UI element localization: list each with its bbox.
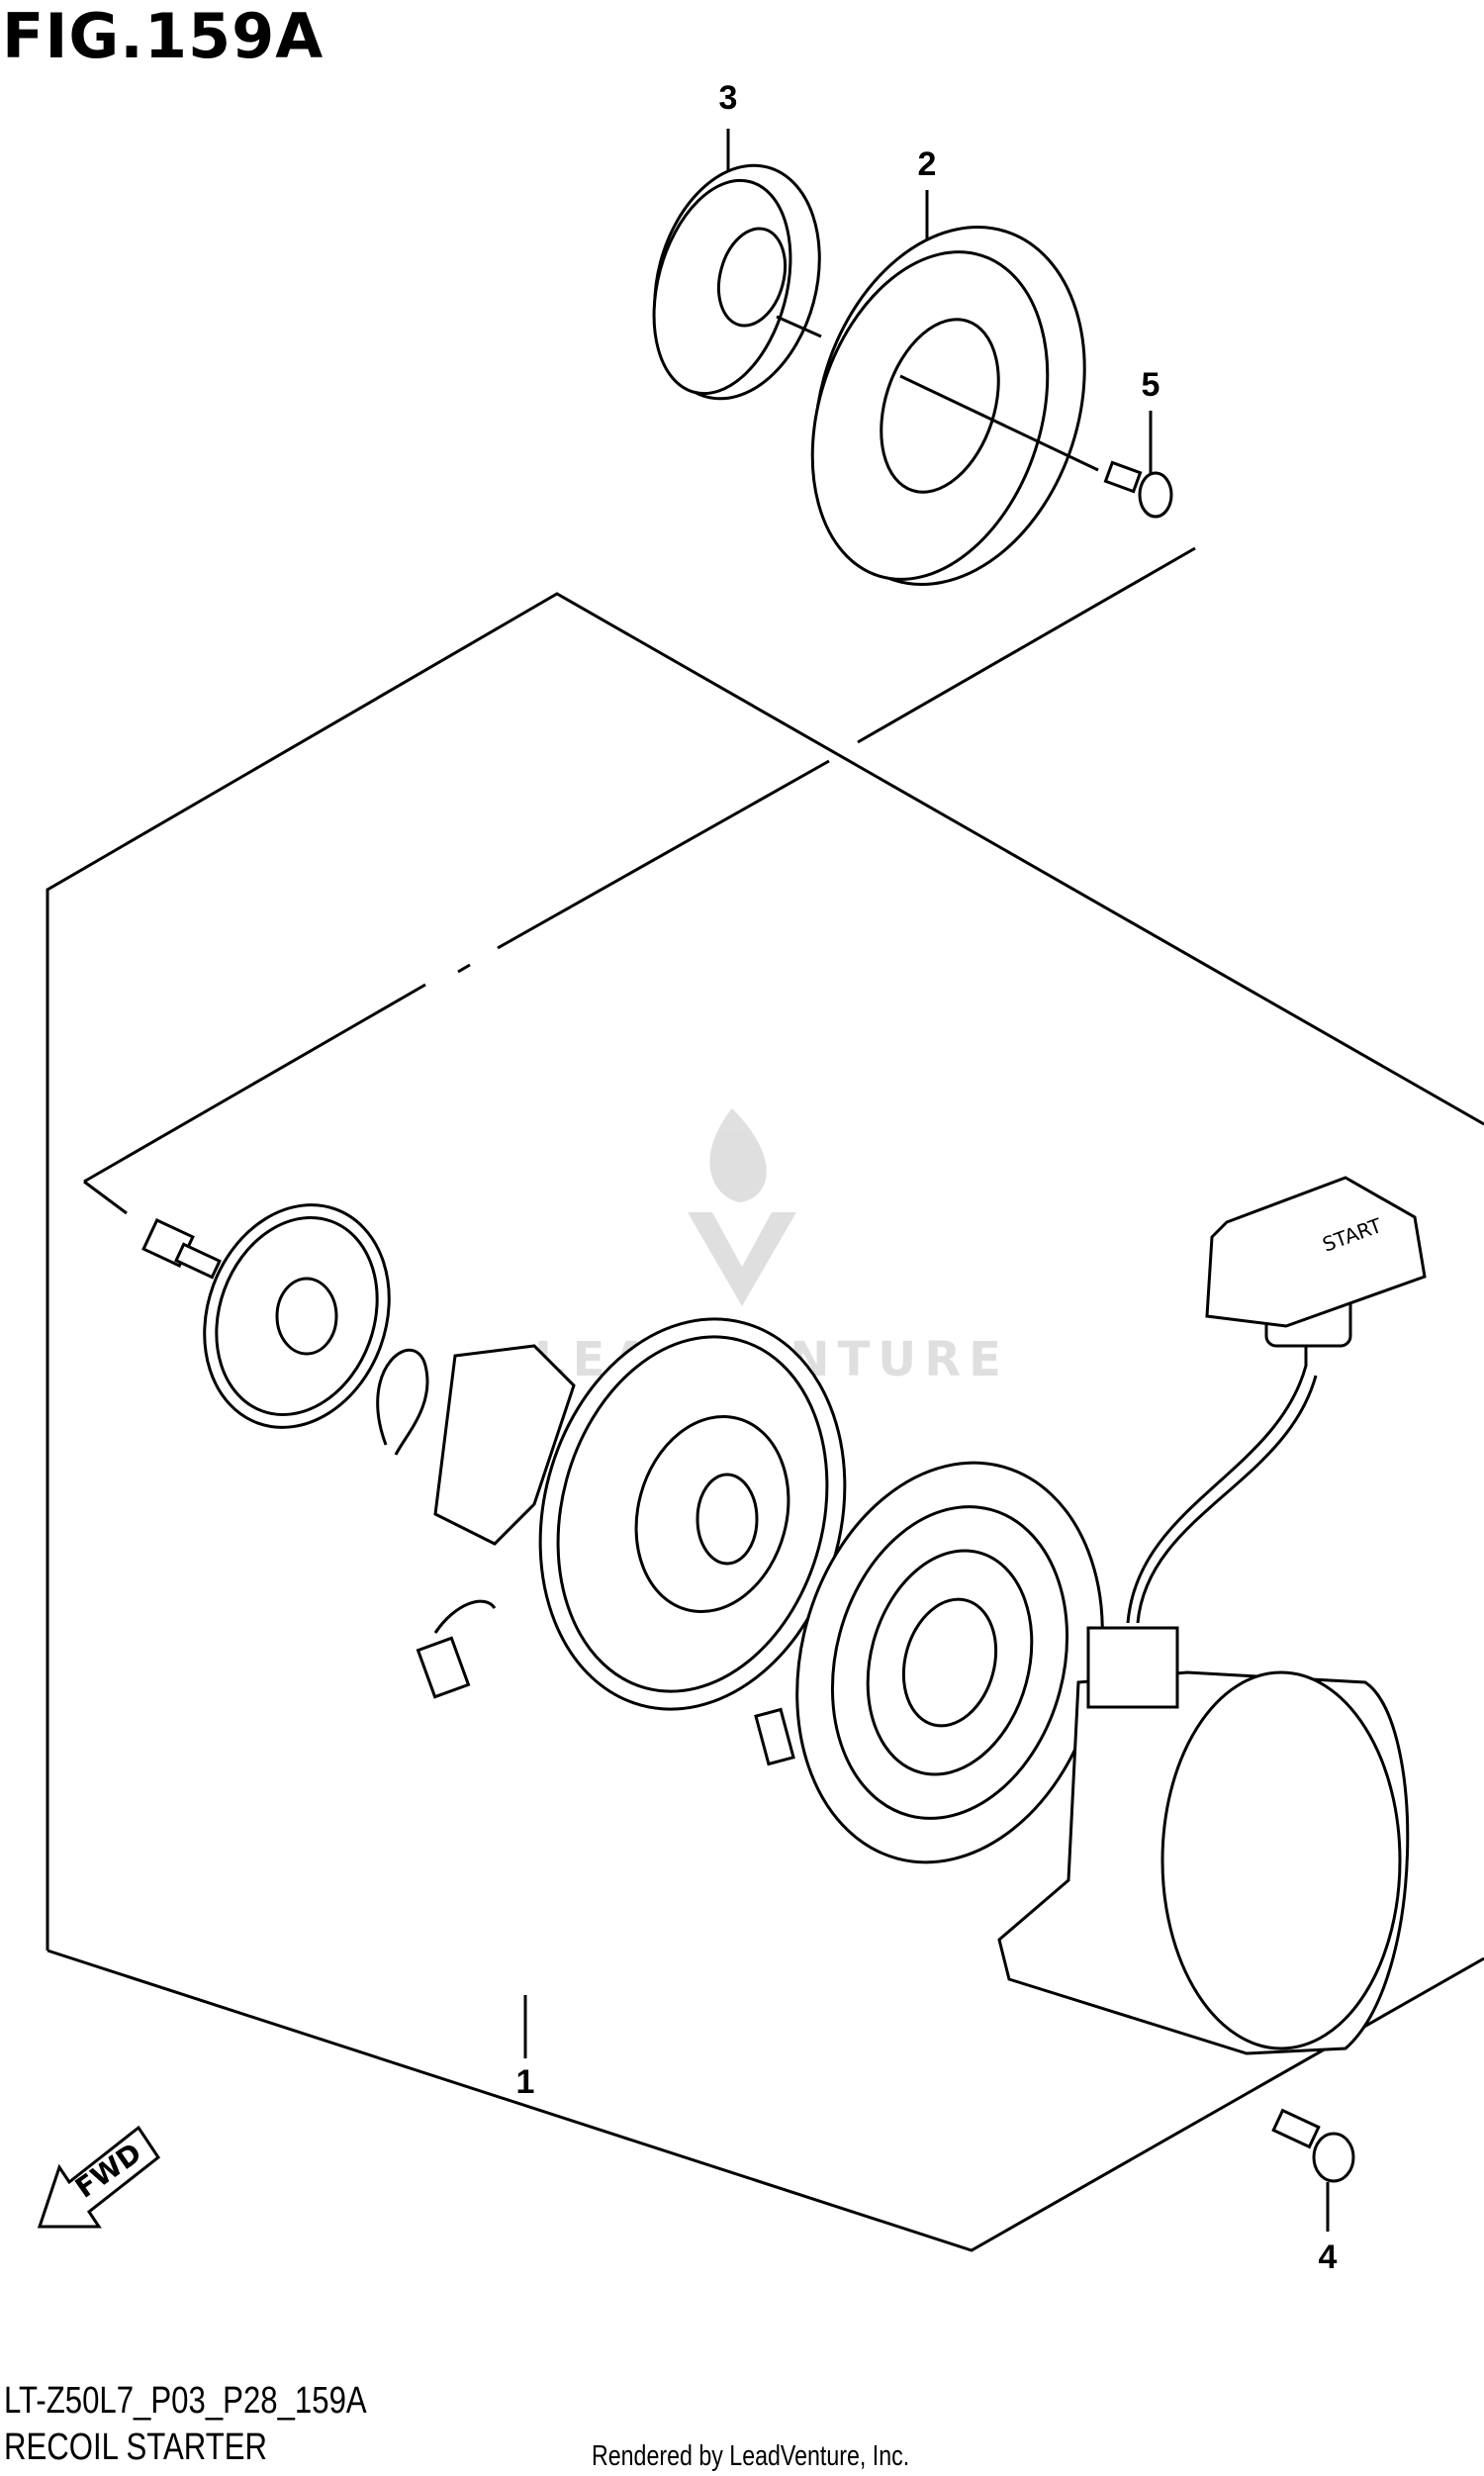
callout-4: 4 [1318,2238,1338,2276]
callout-2: 2 [917,145,937,183]
part-3-flange [652,129,822,401]
callout-5: 5 [1141,366,1160,404]
part-1-internals [141,1203,1104,1864]
figure-code: LT-Z50L7_P03_P28_159A [4,2380,367,2422]
callout-1: 1 [515,2063,535,2101]
part-2-drive-plate [810,190,1099,586]
figure-title: FIG.159A [2,0,325,72]
callout-3: 3 [718,79,738,117]
recoil-case-and-handle: START [997,1176,1427,2055]
assembly-outline [46,546,1484,2252]
part-5-bolt [1103,411,1173,519]
figure-name: RECOIL STARTER [4,2427,268,2468]
part-4-bolt [1271,2108,1355,2232]
fwd-arrow-icon: FWD [37,2125,161,2229]
render-credit: Rendered by LeadVenture, Inc. [592,2440,910,2472]
